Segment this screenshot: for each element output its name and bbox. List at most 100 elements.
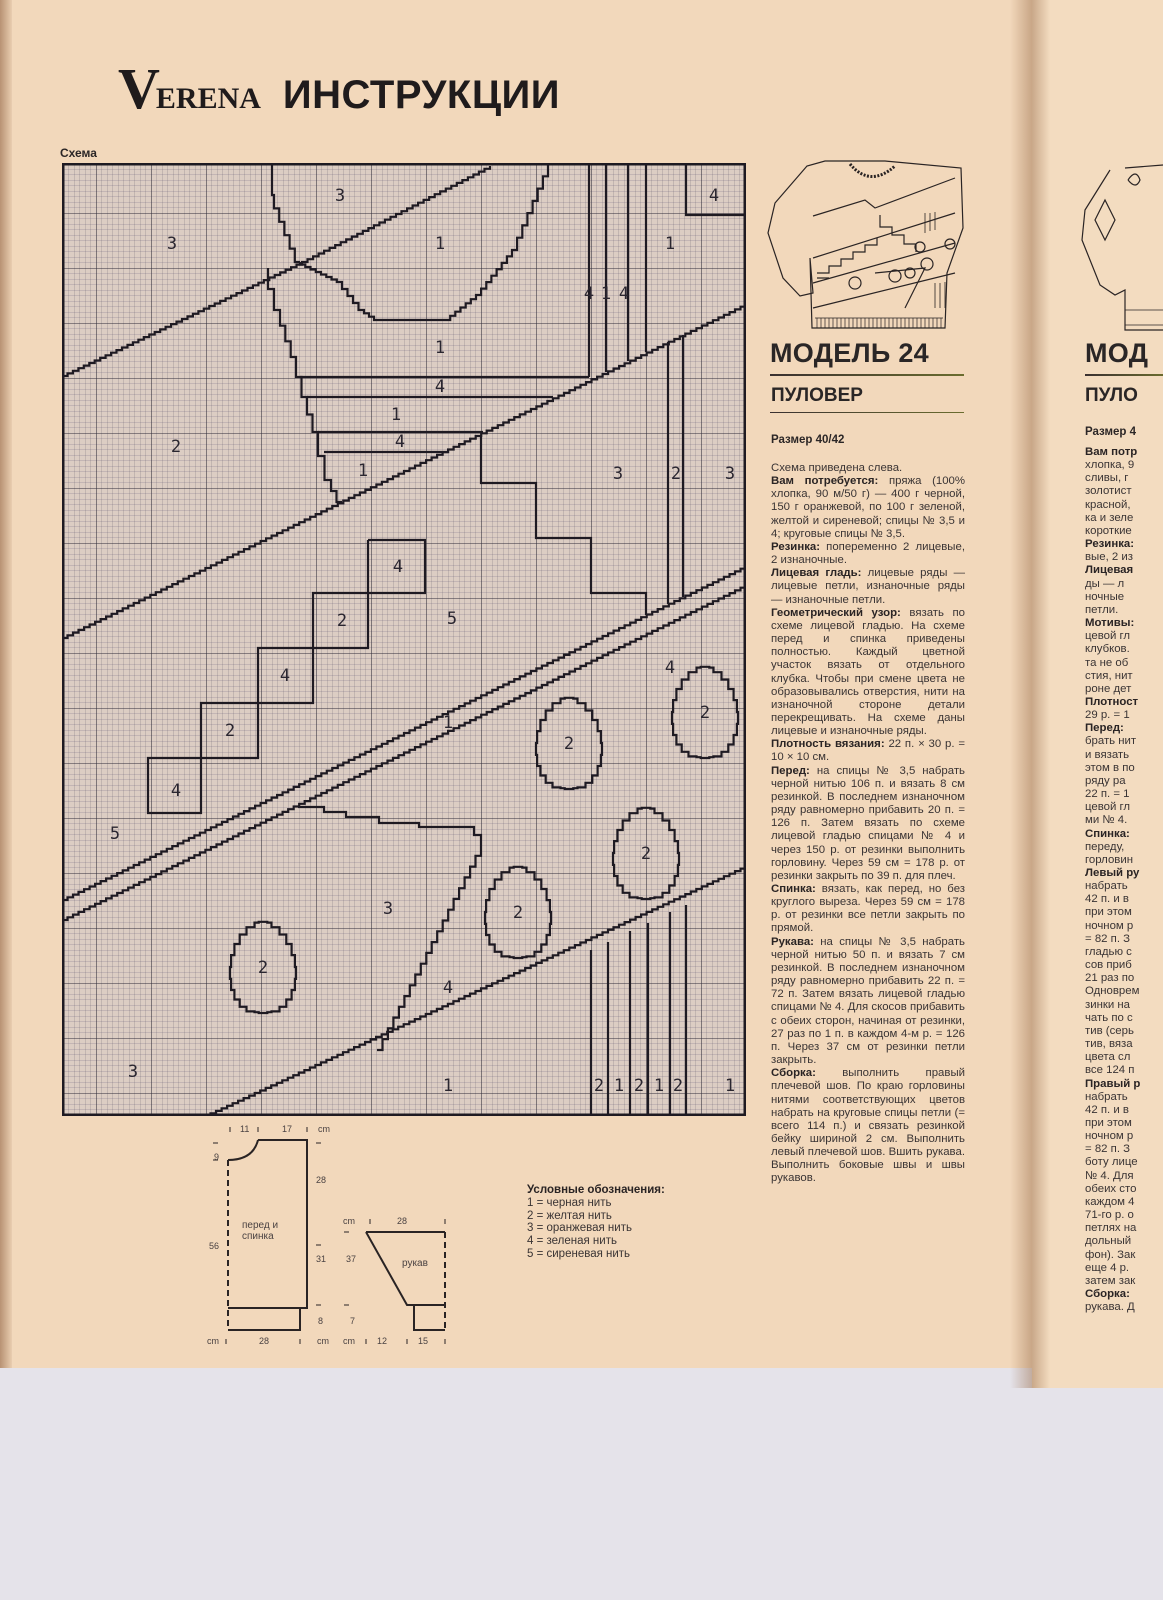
dim-side-length: 31 — [316, 1254, 327, 1264]
legend-item: 2 = желтая нить — [527, 1209, 612, 1222]
right-line: хлопка, 9 — [1085, 459, 1163, 472]
right-line: этом в по — [1085, 762, 1163, 775]
chart-color-number: 4 — [395, 432, 405, 452]
oval-motif — [534, 696, 604, 791]
right-line: 29 р. = 1 — [1085, 709, 1163, 722]
right-line: № 4. Для — [1085, 1170, 1163, 1183]
right-text-line: цевой гл — [1085, 801, 1131, 814]
instruction-text: выполнить правый плечевой шов. По краю г… — [771, 1067, 965, 1185]
chart-color-number: 1 — [358, 461, 368, 481]
dim-body-rib: 8 — [318, 1316, 324, 1326]
chart-color-number: 3 — [383, 899, 393, 919]
right-line: обеих сто — [1085, 1183, 1163, 1196]
step-shape — [479, 435, 648, 615]
chart-color-number: 2 — [700, 703, 710, 723]
right-text-line: цевой гл — [1085, 630, 1131, 643]
chart-color-number: 5 — [110, 824, 120, 844]
dim-unit: cm — [318, 1124, 330, 1134]
right-line: цевой гл — [1085, 630, 1163, 643]
page-edge — [0, 0, 12, 1368]
right-text-line: и вязать — [1085, 748, 1130, 761]
instruction-text: 22 п. × 30 р. = 10 × 10 см. — [771, 738, 965, 764]
chart-color-number: 2 — [634, 1076, 644, 1096]
right-text-line: боту лице — [1085, 1156, 1138, 1169]
right-text-line: еще 4 р. — [1085, 1261, 1130, 1274]
dim-total-length: 56 — [209, 1241, 220, 1251]
right-page — [1032, 0, 1163, 1388]
right-line: 22 п. = 1 — [1085, 788, 1163, 801]
legend: Условные обозначения: 1 = черная нить 2 … — [527, 1184, 665, 1261]
right-line: ряду ра — [1085, 775, 1163, 788]
body-rib — [228, 1308, 301, 1331]
instruction-text: пряжа (100% хлопка, 90 м/50 г) — 400 г ч… — [771, 475, 965, 540]
sleeve-piece-label: рукав — [402, 1258, 428, 1269]
size-label: Размер 40/42 — [771, 434, 845, 446]
right-text-line: ми № 4. — [1085, 814, 1128, 827]
right-text-line: чать по с — [1085, 1011, 1133, 1024]
right-line: брать нит — [1085, 735, 1163, 748]
chart-color-number: 2 — [641, 844, 651, 864]
right-text-line: переду, — [1085, 840, 1125, 853]
right-text-line: роне дет — [1085, 682, 1132, 695]
body-outline — [228, 1139, 308, 1309]
right-line: Правый р — [1085, 1078, 1163, 1091]
right-text-line: набрать — [1085, 880, 1128, 893]
right-line: 42 п. и в — [1085, 893, 1163, 906]
dim-sleeve-top: 28 — [397, 1216, 408, 1226]
right-line: петли. — [1085, 604, 1163, 617]
right-line: затем зак — [1085, 1275, 1163, 1288]
right-sweater-illustration — [1081, 164, 1163, 331]
right-line: сливы, г — [1085, 472, 1163, 485]
brand-logo-rest: ERENA — [155, 82, 261, 115]
pattern-schematics — [213, 1127, 446, 1344]
right-text-line: короткие — [1085, 524, 1132, 537]
right-line: 42 п. и в — [1085, 1104, 1163, 1117]
right-text-line: Вам потр — [1085, 446, 1138, 458]
stripe-line — [300, 375, 589, 454]
right-line: Лицевая — [1085, 564, 1163, 577]
right-line: Плотност — [1085, 696, 1163, 709]
chart-color-number: 1 — [601, 284, 611, 304]
right-line: каждом 4 — [1085, 1196, 1163, 1209]
top-right-box — [684, 164, 746, 217]
right-text-line: та не об — [1085, 656, 1129, 669]
triangle-edge — [377, 845, 483, 1052]
right-text-line: обеих сто — [1085, 1182, 1137, 1195]
chart-color-number: 2 — [594, 1076, 604, 1096]
right-line: все 124 п — [1085, 1064, 1163, 1077]
instructions-column: Схема приведена слева. Вам потребуется: … — [771, 462, 965, 1186]
dim-unit: cm — [207, 1336, 219, 1346]
right-line: цвета сл — [1085, 1051, 1163, 1064]
neckline-curve — [298, 164, 550, 322]
right-line: зинки на — [1085, 999, 1163, 1012]
chart-color-number: 3 — [167, 234, 177, 254]
right-line: та не об — [1085, 657, 1163, 670]
right-line: переду, — [1085, 841, 1163, 854]
right-line: Мотивы: — [1085, 617, 1163, 630]
right-line: ночном р — [1085, 920, 1163, 933]
right-text-line: вые, 2 из — [1085, 551, 1133, 564]
oval-motif — [670, 665, 740, 760]
diagonal-band-line — [62, 166, 492, 378]
right-text-line: каждом 4 — [1085, 1195, 1135, 1208]
right-text-line: золотист — [1085, 485, 1132, 498]
right-line: набрать — [1085, 880, 1163, 893]
right-line: еще 4 р. — [1085, 1262, 1163, 1275]
column-line — [587, 164, 685, 604]
right-line: петлях на — [1085, 1222, 1163, 1235]
right-line: клубков. — [1085, 643, 1163, 656]
instruction-label: Лицевая гладь: — [771, 567, 862, 580]
chart-color-number: 1 — [725, 1076, 735, 1096]
right-text-line: 29 р. = 1 — [1085, 709, 1130, 722]
right-model-subtitle: ПУЛО — [1085, 385, 1138, 406]
schema-label: Схема — [60, 146, 97, 160]
right-text-line: 21 раз по — [1085, 972, 1135, 985]
title-rule — [770, 374, 964, 376]
right-line: золотист — [1085, 485, 1163, 498]
right-text-line: все 124 п — [1085, 1064, 1135, 1077]
dim-unit: cm — [317, 1336, 329, 1346]
right-text-line: хлопка, 9 — [1085, 459, 1135, 472]
right-line: и вязать — [1085, 749, 1163, 762]
right-text-line: брать нит — [1085, 735, 1137, 748]
instruction-paragraph: Вам потребуется: пряжа (100% хлопка, 90 … — [771, 475, 965, 541]
